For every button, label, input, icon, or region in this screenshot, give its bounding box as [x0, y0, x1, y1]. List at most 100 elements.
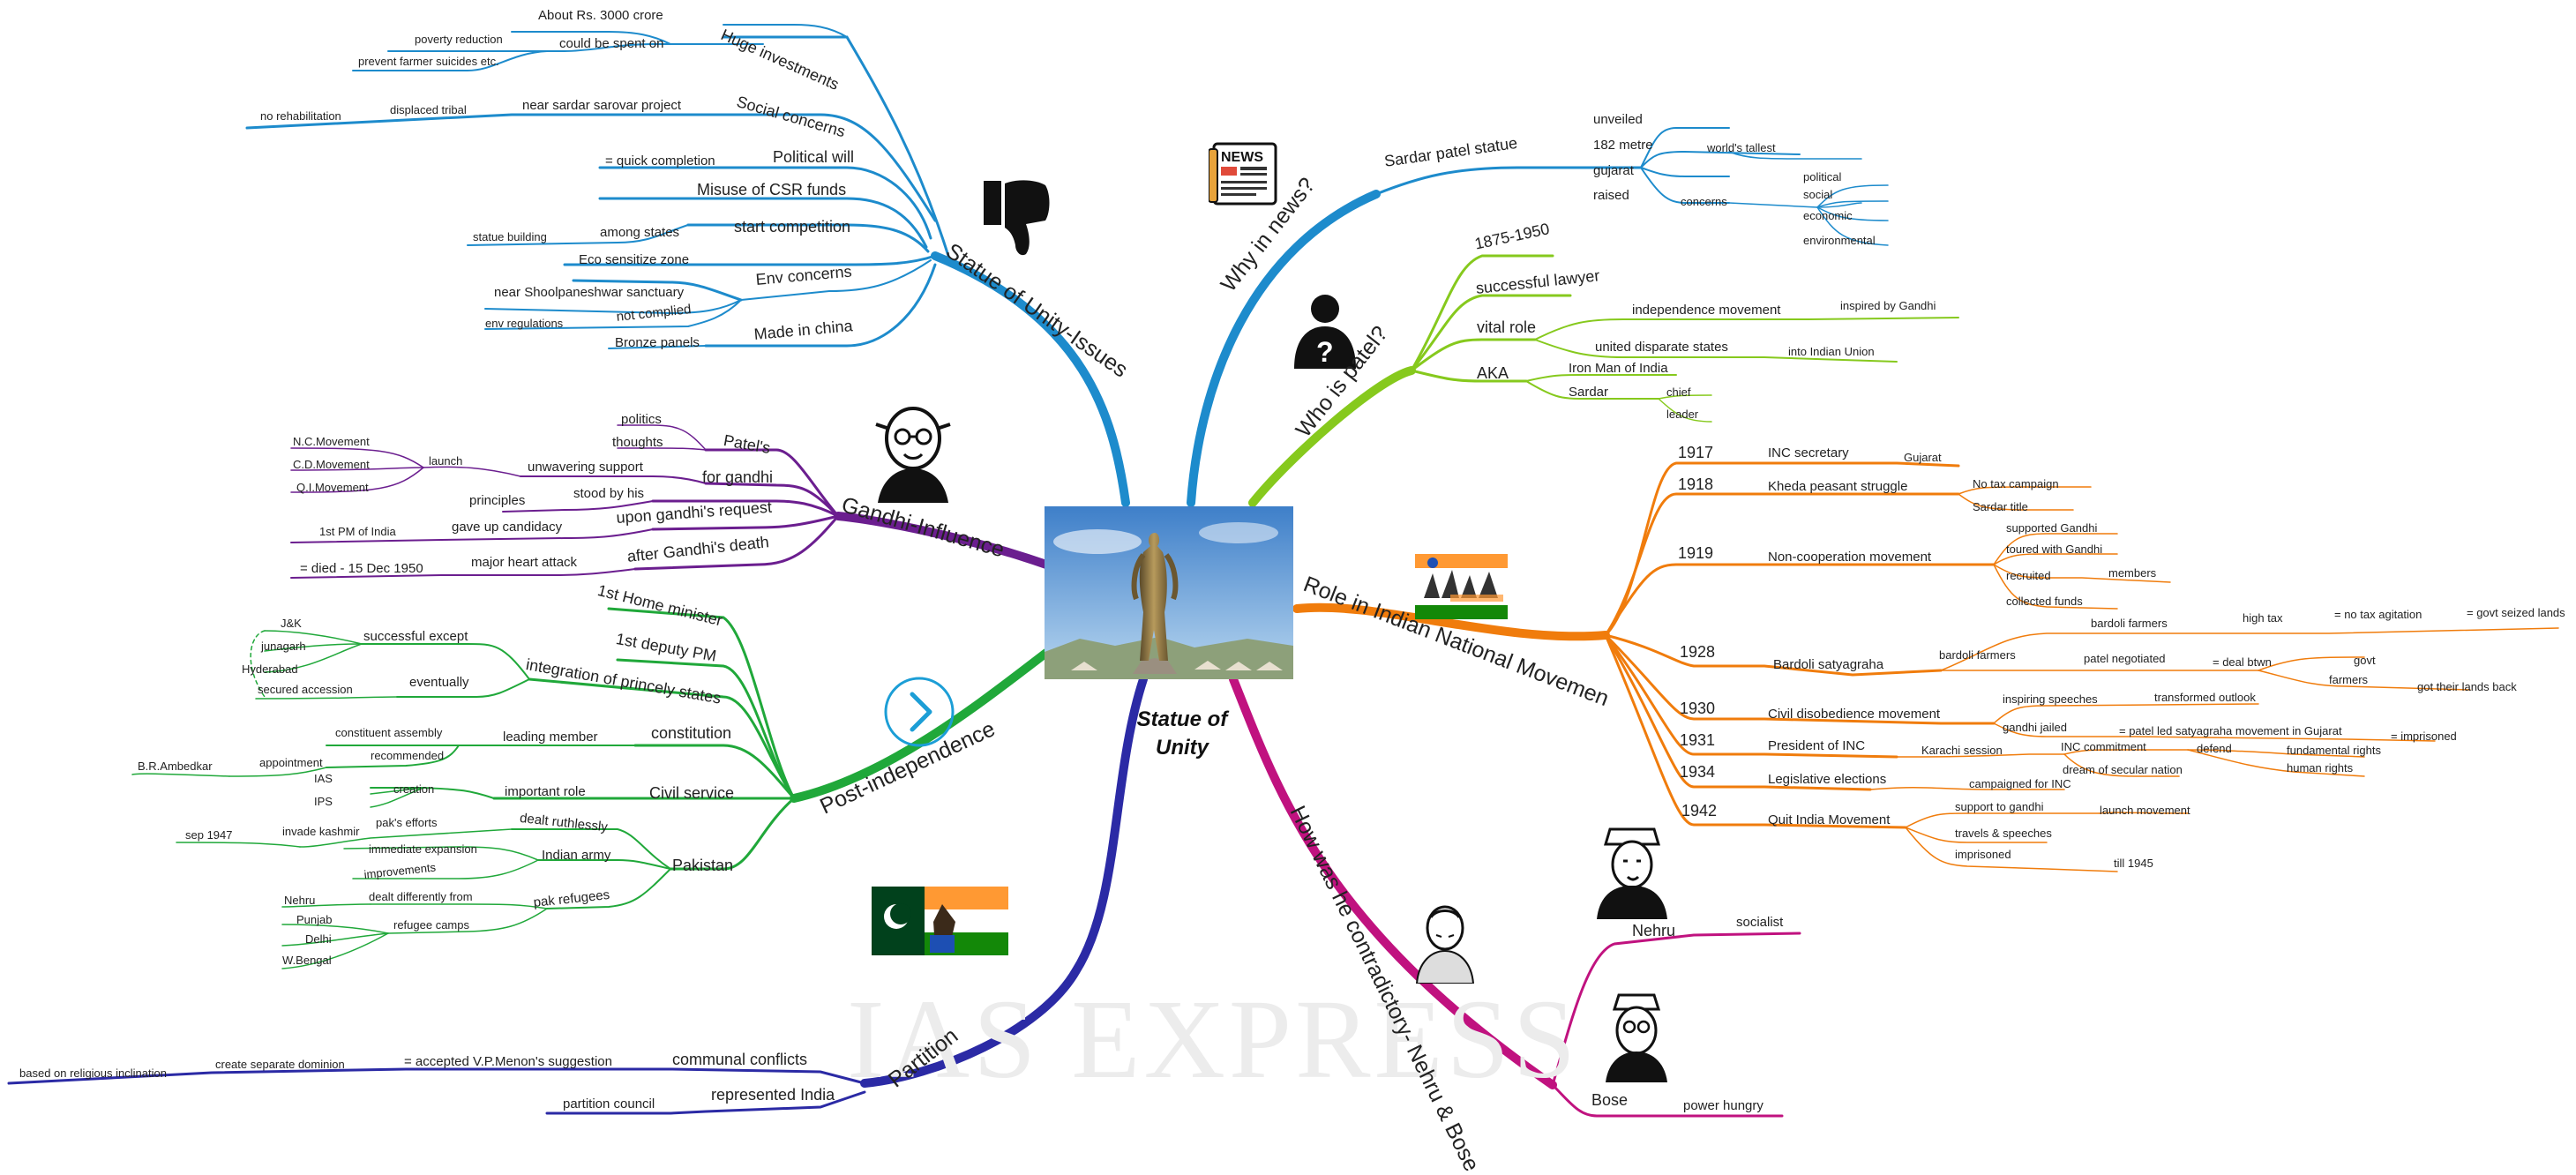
- national-1930: 1930: [1680, 700, 1716, 717]
- issues-political-will: Political will: [773, 148, 855, 166]
- gandhi-thoughts: thoughts: [612, 435, 663, 450]
- patel-into-union: into Indian Union: [1788, 345, 1875, 358]
- national-support-gandhi: support to gandhi: [1955, 800, 2044, 813]
- issues-displaced: displaced tribal: [390, 103, 467, 116]
- national-president: President of INC: [1768, 738, 1866, 753]
- chevron-right-circle-icon: [880, 672, 959, 756]
- patel-aka: AKA: [1477, 364, 1509, 382]
- news-economic: economic: [1803, 209, 1853, 222]
- post-successful-except: successful except: [363, 629, 468, 644]
- national-no-tax: No tax campaign: [1973, 477, 2059, 490]
- gandhi-stood-by: stood by his: [573, 486, 645, 501]
- national-govt: govt: [2354, 654, 2376, 667]
- national-high-tax: high tax: [2243, 611, 2283, 625]
- post-immediate-expansion: immediate expansion: [369, 842, 477, 856]
- patel-inspired-gandhi: inspired by Gandhi: [1840, 299, 1936, 312]
- national-1919: 1919: [1678, 544, 1714, 562]
- gandhi-launch: launch: [429, 454, 463, 468]
- news-concerns: concerns: [1681, 195, 1727, 208]
- post-eventually: eventually: [409, 675, 469, 690]
- post-sep-1947: sep 1947: [185, 828, 233, 842]
- national-1942: 1942: [1681, 802, 1718, 820]
- issues-eco-zone: Eco sensitize zone: [579, 252, 690, 267]
- national-recruited: recruited: [2006, 569, 2051, 582]
- svg-text:?: ?: [1316, 336, 1334, 368]
- issues-quick: = quick completion: [605, 153, 715, 168]
- post-important-role: important role: [505, 784, 586, 799]
- patel-branch-lines: [1248, 254, 1959, 507]
- partition-religious: based on religious inclination: [19, 1066, 167, 1080]
- issues-shoolpaneshwar: near Shoolpaneshwar sanctuary: [494, 285, 685, 300]
- contra-power-hungry: power hungry: [1683, 1098, 1764, 1113]
- post-civil-service: Civil service: [649, 784, 735, 802]
- patel-sardar: Sardar: [1569, 385, 1609, 400]
- national-till-1945: till 1945: [2114, 857, 2153, 870]
- post-appointment: appointment: [259, 756, 323, 769]
- mind-map-canvas: [7, 24, 2559, 1118]
- national-launch-movement: launch movement: [2100, 804, 2190, 817]
- patel-portrait-icon: [1410, 900, 1480, 988]
- partition-represented: represented India: [711, 1086, 835, 1104]
- national-bardoli: Bardoli satyagraha: [1773, 657, 1884, 672]
- national-kheda: Kheda peasant struggle: [1768, 479, 1908, 494]
- national-no-tax-agitation: = no tax agitation: [2334, 608, 2422, 621]
- bose-portrait-icon: [1601, 990, 1672, 1087]
- news-worlds-tallest: world's tallest: [1707, 141, 1776, 154]
- post-ips: IPS: [314, 795, 333, 808]
- national-fundamental-rights: fundamental rights: [2287, 744, 2381, 757]
- post-ambedkar: B.R.Ambedkar: [138, 760, 213, 773]
- national-bardoli-farmers-2: bardoli farmers: [2091, 617, 2168, 630]
- issues-rs3000: About Rs. 3000 crore: [538, 8, 663, 23]
- national-imprisoned: imprisoned: [1955, 848, 2011, 861]
- watermark-text: IAS EXPRESS: [847, 977, 1579, 1102]
- national-inc-secretary: INC secretary: [1768, 445, 1849, 460]
- gandhi-gave-up: gave up candidacy: [452, 520, 563, 535]
- national-karachi: Karachi session: [1921, 744, 2003, 757]
- national-patel-led: = patel led satyagraha movement in Gujar…: [2119, 724, 2342, 737]
- national-campaigned: campaigned for INC: [1969, 777, 2071, 790]
- gandhi-died: = died - 15 Dec 1950: [300, 561, 423, 576]
- national-non-cooperation: Non-cooperation movement: [1768, 550, 1932, 565]
- issues-poverty: poverty reduction: [415, 33, 503, 46]
- national-toured: toured with Gandhi: [2006, 543, 2103, 556]
- national-got-lands-back: got their lands back: [2417, 680, 2517, 693]
- patel-iron-man: Iron Man of India: [1569, 361, 1668, 376]
- post-constituent: constituent assembly: [335, 726, 443, 739]
- contra-socialist: socialist: [1736, 915, 1784, 930]
- national-civil-disobedience: Civil disobedience movement: [1768, 707, 1941, 722]
- news-environmental: environmental: [1803, 234, 1876, 247]
- partition-council: partition council: [563, 1096, 655, 1111]
- post-jk: J&K: [281, 617, 302, 630]
- post-dealt-differently: dealt differently from: [369, 890, 473, 903]
- post-indian-army: Indian army: [542, 848, 611, 863]
- national-members: members: [2108, 566, 2157, 580]
- issues-bronze-panels: Bronze panels: [615, 335, 700, 350]
- thumbs-down-icon: [975, 176, 1054, 265]
- flag-icon: [872, 887, 1008, 963]
- national-collected: collected funds: [2006, 595, 2083, 608]
- contra-nehru: Nehru: [1632, 922, 1676, 939]
- national-sardar-title: Sardar title: [1973, 500, 2028, 513]
- post-punjab: Punjab: [296, 913, 333, 926]
- gandhi-portrait-icon: [869, 401, 957, 507]
- newspaper-icon: NEWS: [1208, 137, 1281, 213]
- issues-misuse-csr: Misuse of CSR funds: [697, 181, 847, 198]
- news-political: political: [1803, 170, 1842, 183]
- national-1934: 1934: [1680, 763, 1716, 781]
- national-1928: 1928: [1680, 643, 1716, 661]
- post-delhi: Delhi: [305, 932, 332, 946]
- contra-bose: Bose: [1591, 1091, 1629, 1109]
- post-west-bengal: W.Bengal: [282, 954, 332, 967]
- center-title-line1: Statue of: [1136, 707, 1228, 731]
- gandhi-nc-movement: N.C.Movement: [293, 435, 370, 448]
- center-title: Statue of Unity: [1120, 706, 1244, 762]
- patel-united-states: united disparate states: [1595, 340, 1728, 355]
- patel-leader: leader: [1666, 408, 1699, 421]
- national-human-rights: human rights: [2287, 761, 2354, 775]
- post-junagarh: junagarh: [261, 640, 306, 653]
- contradictory-branch-lines: [1229, 675, 1801, 1118]
- post-refugee-camps: refugee camps: [393, 918, 469, 932]
- patel-vital-role: vital role: [1477, 318, 1537, 336]
- post-branch-lines: [131, 607, 1051, 969]
- issues-could-spent: could be spent on: [559, 36, 664, 51]
